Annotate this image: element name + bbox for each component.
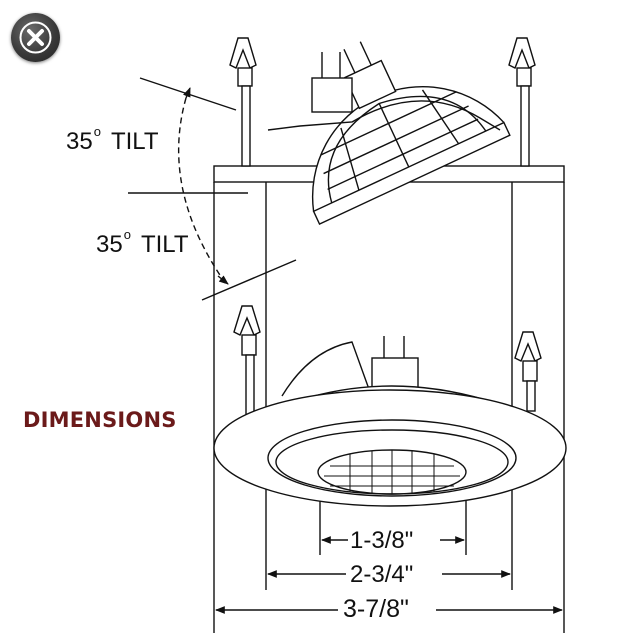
reflector-back bbox=[281, 341, 371, 397]
tilt-bottom-number: 35 bbox=[96, 231, 123, 258]
dimension-outer-label: 3-7/8" bbox=[343, 595, 409, 623]
tilted-lamp bbox=[311, 41, 511, 225]
close-icon bbox=[19, 21, 52, 54]
tilt-arc bbox=[177, 97, 227, 285]
top-right-spring bbox=[508, 37, 536, 167]
tilt-top-number: 35 bbox=[66, 128, 93, 155]
top-left-spring bbox=[229, 37, 257, 167]
upright-lamp-ghost bbox=[267, 52, 501, 131]
trim-ring-inner bbox=[267, 419, 517, 497]
close-button[interactable] bbox=[11, 13, 60, 62]
tilt-bottom-degree: o bbox=[123, 227, 131, 242]
trim-ring-outer bbox=[213, 389, 567, 507]
dimensions-title: DIMENSIONS bbox=[23, 408, 177, 432]
dimension-middle-label: 2-3/4" bbox=[350, 561, 414, 588]
tilt-label-bottom: 35o TILT bbox=[96, 227, 189, 259]
tilt-bottom-word: TILT bbox=[140, 231, 189, 258]
tilt-top-word: TILT bbox=[110, 128, 159, 155]
dimension-inner-label: 1-3/8" bbox=[350, 527, 414, 554]
bottom-left-spring bbox=[233, 305, 261, 416]
bottom-right-spring bbox=[514, 331, 542, 412]
tilt-top-degree: o bbox=[93, 124, 101, 139]
tilt-label-top: 35o TILT bbox=[66, 124, 159, 156]
